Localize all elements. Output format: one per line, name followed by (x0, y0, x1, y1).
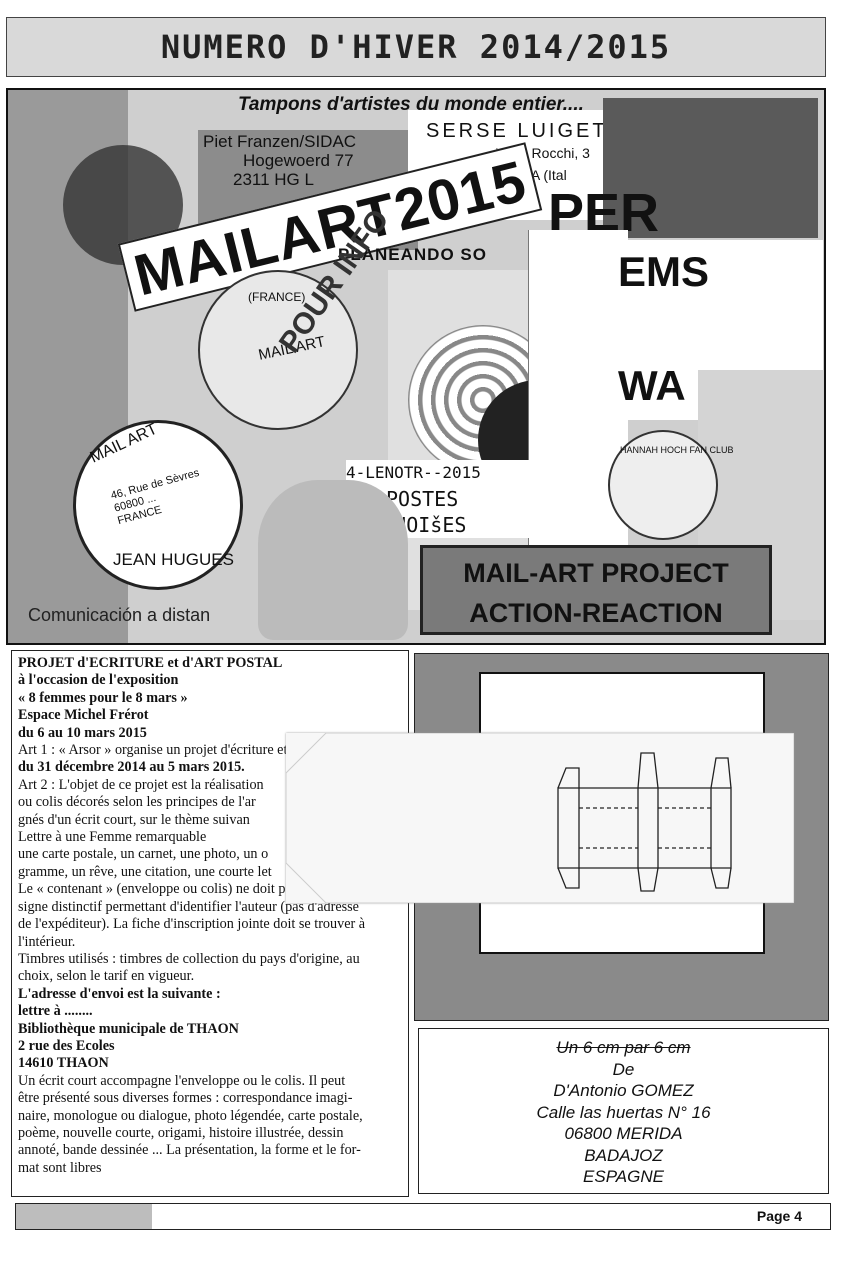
article-line: signe distinctif permettant d'identifier… (18, 898, 359, 915)
stamp-line: POSTES (386, 487, 459, 511)
article-line: 2 rue des Ecoles (18, 1037, 115, 1054)
box-template-diagram (285, 732, 795, 904)
stamp-ems: EMS WA (618, 250, 709, 408)
stamp-franzen: Piet Franzen/SIDAC Hogewoerd 77 2311 HG … (203, 132, 356, 189)
jean-hugues-stamp (73, 420, 243, 590)
box-tab (710, 757, 732, 789)
hoch-stamp-text: HANNAH HOCH FAN CLUB (620, 445, 734, 455)
shell-illustration (258, 480, 408, 640)
article-subtitle: à l'occasion de l'exposition (18, 672, 179, 689)
stamp-france: (FRANCE) (248, 290, 306, 304)
stamp-collage: Tampons d'artistes du monde entier.... P… (6, 88, 826, 645)
stamp-line: SERSE LUIGET (426, 120, 608, 142)
article-box: PROJET d'ECRITURE et d'ART POSTAL à l'oc… (11, 650, 409, 1197)
article-line: de l'expéditeur). La fiche d'inscription… (18, 916, 366, 933)
stamp-line: 4-LENOTR--2015 (346, 463, 481, 482)
article-line: Art 2 : L'objet de ce projet est la réal… (18, 776, 264, 793)
action-reaction-stamp: MAIL-ART PROJECT ACTION-REACTION (420, 545, 772, 635)
article-line: Bibliothèque municipale de THAON (18, 1020, 239, 1037)
article-line: naire, monologue ou dialogue, photo lége… (18, 1107, 363, 1124)
contact-box: Un 6 cm par 6 cm De D'Antonio GOMEZ Call… (418, 1028, 829, 1194)
article-line: une carte postale, un carnet, une photo,… (18, 846, 269, 863)
article-line: gramme, un rêve, une citation, une court… (18, 863, 272, 880)
article-line: être présenté sous diverses formes : cor… (18, 1090, 353, 1107)
fold-lines (579, 807, 711, 849)
box-tab (637, 867, 659, 892)
hoch-stamp (608, 430, 718, 540)
article-line: choix, selon le tarif en vigueur. (18, 968, 195, 985)
article-line: lettre à ........ (18, 1003, 93, 1020)
stamp-planeando: PLANEANDO SO (338, 245, 487, 264)
article-line: Timbres utilisés : timbres de collection… (18, 950, 360, 967)
contact-line: 06800 MERIDA (564, 1124, 683, 1143)
box-tab (637, 752, 659, 789)
contact-line: BADAJOZ (584, 1145, 663, 1165)
contact-line: D'Antonio GOMEZ (553, 1081, 694, 1100)
mailart-round-stamp (198, 270, 358, 430)
article-line: mat sont libres (18, 1159, 102, 1176)
article-line: Un écrit court accompagne l'enveloppe ou… (18, 1072, 346, 1089)
contact-line: ESPAGNE (583, 1167, 664, 1186)
box-panel (638, 787, 659, 869)
box-panel (658, 787, 712, 869)
article-line: Art 1 : « Arsor » organise un projet d'é… (18, 742, 288, 759)
contact-line: Calle las huertas N° 16 (536, 1102, 711, 1122)
article-line: 14610 THAON (18, 1055, 109, 1072)
article-line: du 31 décembre 2014 au 5 mars 2015. (18, 759, 245, 776)
stamp-line: MAIL-ART PROJECT (463, 558, 729, 588)
pasted-box-template-card (285, 732, 795, 904)
page-header: NUMERO D'HIVER 2014/2015 (6, 17, 826, 77)
article-line: Lettre à une Femme remarquable (18, 829, 207, 846)
box-net (557, 752, 732, 892)
portrait-stamp (603, 98, 818, 238)
box-tab (710, 867, 732, 889)
article-line: poème, nouvelle courte, origami, histoir… (18, 1124, 344, 1141)
stamp-line: 2311 HG L (233, 170, 314, 189)
article-subtitle: « 8 femmes pour le 8 mars » (18, 689, 188, 706)
article-title: PROJET d'ECRITURE et d'ART POSTAL (18, 655, 283, 671)
collage-caption: Tampons d'artistes du monde entier.... (238, 94, 584, 115)
article-line: annoté, bande dessinée ... La présentati… (18, 1142, 361, 1159)
stamp-line: WA (618, 362, 686, 409)
article-subtitle: Espace Michel Frérot (18, 707, 149, 724)
stamp-line: ACTION-REACTION (469, 598, 723, 628)
page-footer: Page 4 (15, 1203, 831, 1230)
page-number: Page 4 (756, 1208, 802, 1224)
contact-line: De (612, 1059, 635, 1079)
contact-strike: Un 6 cm par 6 cm (556, 1038, 691, 1057)
article-subtitle: du 6 au 10 mars 2015 (18, 724, 147, 741)
stamp-line: Hogewoerd 77 (243, 151, 354, 170)
box-tab (557, 867, 580, 889)
stamp-line: EMS (618, 248, 710, 295)
box-panel (579, 787, 639, 869)
article-line: Le « contenant » (enveloppe ou colis) ne… (18, 881, 286, 898)
article-line: L'adresse d'envoi est la suivante : (18, 985, 221, 1002)
article-line: ou colis décorés selon les principes de … (18, 794, 256, 811)
box-tab (557, 767, 580, 789)
box-panel (711, 787, 732, 869)
stamp-line: Piet Franzen/SIDAC (203, 132, 357, 151)
page-title: NUMERO D'HIVER 2014/2015 (160, 28, 672, 66)
article-line: gnés d'un écrit court, sur le thème suiv… (18, 811, 250, 828)
stamp-comunicacion: Comunicación a distan (28, 605, 211, 625)
jean-stamp-name: JEAN HUGUES (113, 550, 234, 569)
article-line: l'intérieur. (18, 933, 76, 950)
